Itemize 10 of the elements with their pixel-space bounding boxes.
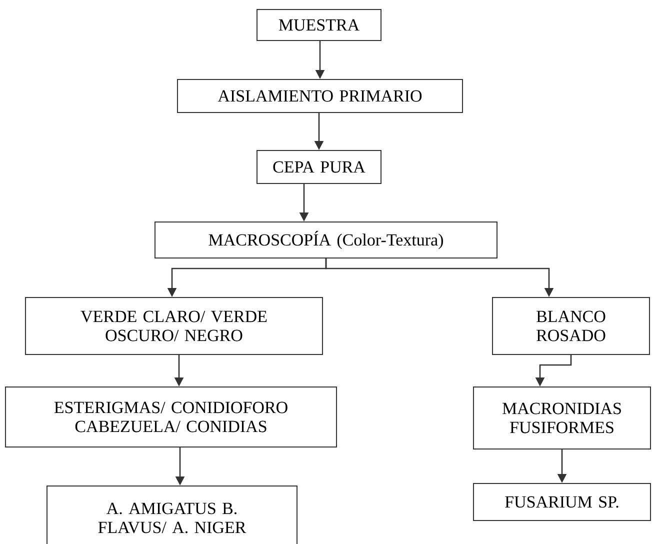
process-box: MACROSCOPÍA (Color-Textura): [154, 222, 498, 258]
process-box: A. AMIGATUS B. FLAVUS/ A. NIGER: [46, 485, 298, 544]
process-box: FUSARIUM SP.: [473, 482, 651, 521]
process-box: CEPA PURA: [256, 150, 382, 184]
process-box: MUESTRA: [256, 9, 382, 41]
process-box: AISLAMIENTO PRIMARIO: [177, 79, 463, 113]
process-box: VERDE CLARO/ VERDE OSCURO/ NEGRO: [25, 297, 323, 355]
process-box: BLANCO ROSADO: [492, 297, 650, 355]
process-box: ESTERIGMAS/ CONIDIOFORO CABEZUELA/ CONIDIAS: [5, 386, 337, 448]
process-box: MACRONIDIAS FUSIFORMES: [473, 386, 651, 450]
